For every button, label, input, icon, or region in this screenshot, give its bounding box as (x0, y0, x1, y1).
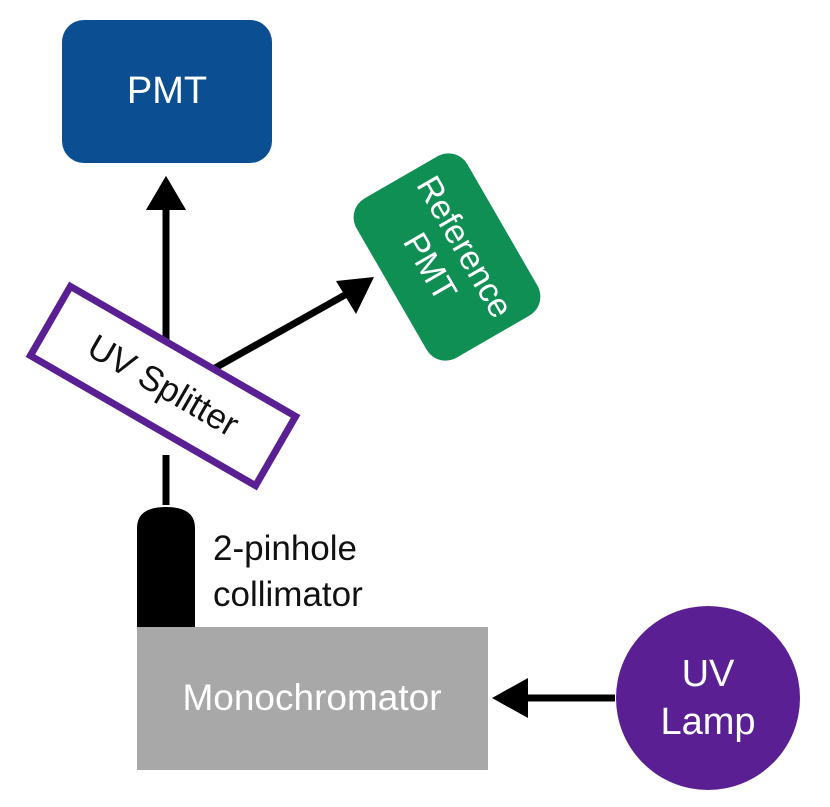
collimator-shape (137, 507, 195, 627)
monochromator-box: Monochromator (137, 627, 488, 770)
uv-lamp: UV Lamp (616, 606, 800, 790)
collimator-label-line2: collimator (213, 575, 363, 614)
uv-splitter: UV Splitter (25, 281, 301, 491)
collimator-label-line1: 2-pinhole (213, 529, 357, 568)
monochromator-label: Monochromator (182, 677, 441, 718)
reference-pmt-box: Reference PMT (353, 153, 541, 361)
uv-lamp-label-line2: Lamp (660, 701, 755, 743)
pmt-box: PMT (62, 20, 272, 163)
arrow-lamp-to-monochromator (492, 678, 615, 718)
uv-lamp-label-line1: UV (682, 653, 735, 695)
arrow-to-reference-pmt (213, 277, 374, 372)
arrow-to-pmt (146, 176, 186, 340)
pmt-label: PMT (127, 70, 207, 112)
